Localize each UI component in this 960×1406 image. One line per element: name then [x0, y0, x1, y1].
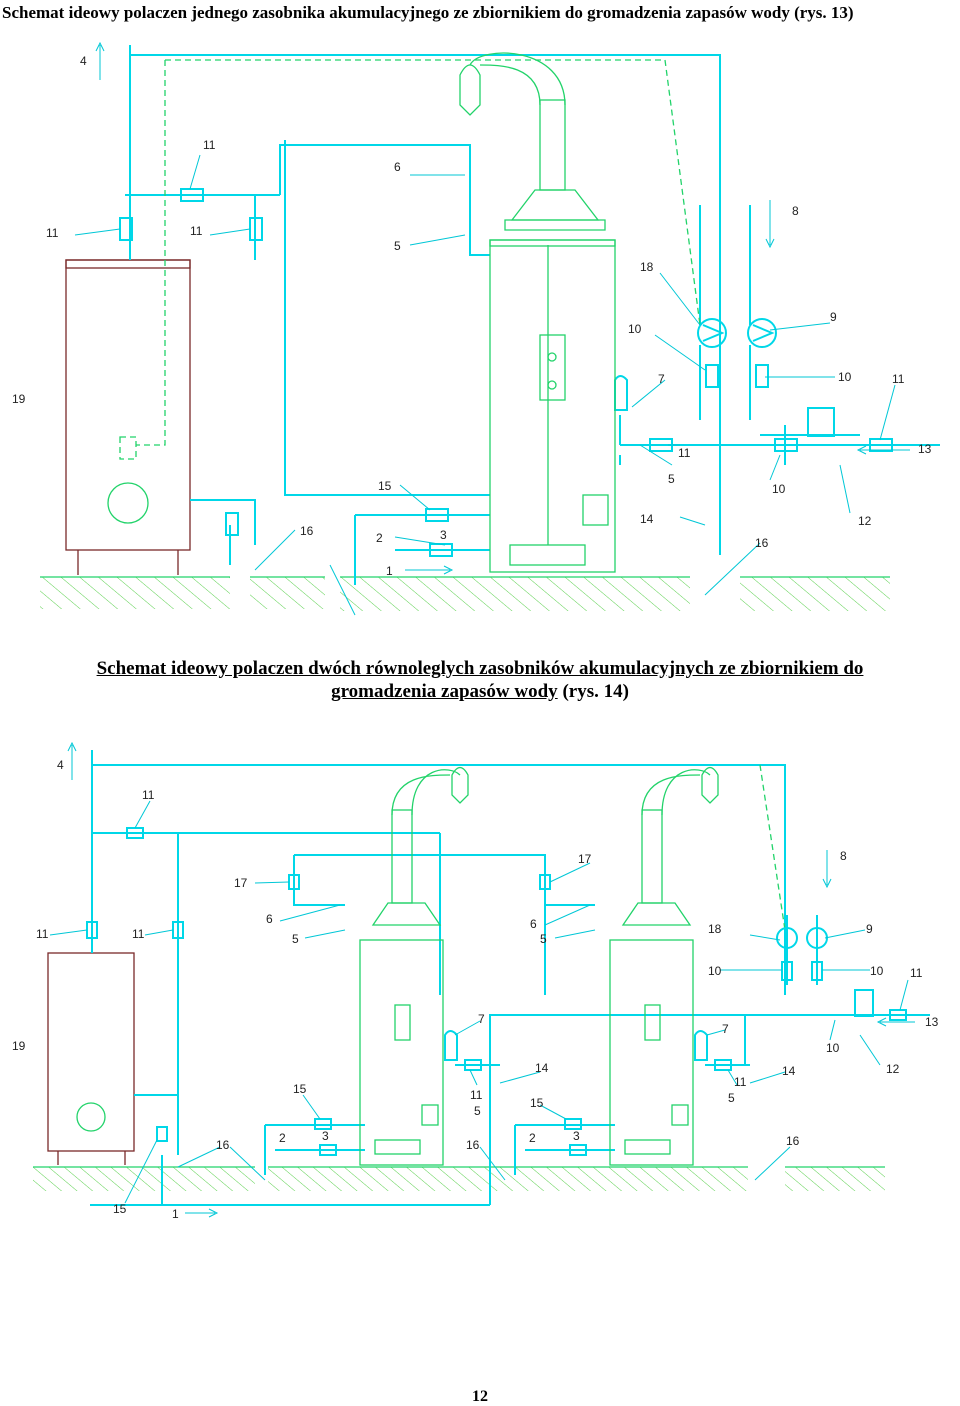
label-11: 11	[892, 372, 905, 386]
label-15: 15	[378, 479, 392, 493]
label-5: 5	[668, 472, 675, 486]
water-heater-left	[359, 766, 469, 1166]
label-8: 8	[792, 204, 799, 218]
label-15: 15	[293, 1082, 307, 1096]
water-heater-right	[609, 766, 719, 1166]
label-5: 5	[292, 932, 299, 946]
label-11: 11	[142, 788, 155, 802]
label-11: 11	[203, 138, 216, 152]
figure-14-title-suffix: (rys. 14)	[562, 681, 629, 702]
label-3: 3	[573, 1129, 580, 1143]
label-11: 11	[36, 927, 49, 941]
label-14: 14	[640, 512, 654, 526]
label-10: 10	[838, 370, 852, 384]
label-19: 19	[12, 392, 26, 406]
floor-hatching	[33, 1166, 885, 1191]
page-number: 12	[472, 1388, 488, 1405]
label-19: 19	[12, 1039, 26, 1053]
label-11: 11	[46, 226, 59, 240]
label-1: 1	[386, 564, 393, 578]
label-6: 6	[394, 160, 401, 174]
valves	[86, 827, 907, 1156]
figure-14-title-line2: gromadzenia zapasów wody	[331, 681, 558, 702]
label-17: 17	[578, 852, 592, 866]
label-16: 16	[755, 536, 769, 550]
figure-13-title: Schemat ideowy polaczen jednego zasobnik…	[2, 3, 854, 22]
label-16: 16	[216, 1138, 230, 1152]
label-11: 11	[470, 1088, 483, 1102]
valves	[119, 188, 893, 557]
label-16: 16	[466, 1138, 480, 1152]
label-3: 3	[322, 1129, 329, 1143]
label-10: 10	[826, 1041, 840, 1055]
label-7: 7	[658, 372, 665, 386]
label-17: 17	[234, 876, 248, 890]
label-5: 5	[474, 1104, 481, 1118]
label-15: 15	[113, 1202, 127, 1216]
floor-hatching	[40, 576, 890, 611]
label-10: 10	[708, 964, 722, 978]
label-18: 18	[640, 260, 654, 274]
label-5: 5	[728, 1091, 735, 1105]
label-15: 15	[530, 1096, 544, 1110]
label-5: 5	[540, 932, 547, 946]
label-9: 9	[830, 310, 837, 324]
label-16: 16	[786, 1134, 800, 1148]
storage-tank	[65, 259, 191, 575]
label-11: 11	[678, 446, 691, 460]
diagram-rys-14: 4 11 17 17 8 6 6 11 11 5 5 18 9 10 10 11…	[12, 741, 939, 1221]
piping	[90, 750, 930, 1206]
label-13: 13	[925, 1015, 939, 1029]
label-10: 10	[870, 964, 884, 978]
storage-tank	[47, 952, 135, 1165]
label-11: 11	[734, 1075, 747, 1089]
piping	[125, 45, 940, 585]
label-11: 11	[910, 966, 923, 980]
label-7: 7	[478, 1012, 485, 1026]
water-heater	[459, 52, 616, 573]
label-12: 12	[858, 514, 872, 528]
leader-lines	[49, 800, 909, 1204]
label-4: 4	[80, 54, 87, 68]
label-7: 7	[722, 1022, 729, 1036]
label-3: 3	[440, 528, 447, 542]
label-1: 1	[172, 1207, 179, 1221]
label-2: 2	[376, 531, 383, 545]
figure-14-title: Schemat ideowy polaczen dwóch równolegly…	[0, 657, 960, 703]
label-13: 13	[918, 442, 932, 456]
label-14: 14	[782, 1064, 796, 1078]
leader-lines	[74, 154, 896, 616]
label-12: 12	[886, 1062, 900, 1076]
label-16: 16	[300, 524, 314, 538]
label-14: 14	[535, 1061, 549, 1075]
label-10: 10	[628, 322, 642, 336]
label-10: 10	[772, 482, 786, 496]
label-5: 5	[394, 239, 401, 253]
label-4: 4	[57, 758, 64, 772]
circulation-pumps	[697, 318, 777, 388]
label-6: 6	[266, 912, 273, 926]
figure-14-title-line1: Schemat ideowy polaczen dwóch równolegly…	[96, 658, 864, 679]
label-2: 2	[529, 1131, 536, 1145]
diagram-rys-13: 4 11 11 11 6 5 8 18 10 9 7 10 11 19 11 5…	[12, 41, 940, 616]
label-8: 8	[840, 849, 847, 863]
label-11: 11	[190, 224, 203, 238]
label-2: 2	[279, 1131, 286, 1145]
label-6: 6	[530, 917, 537, 931]
label-9: 9	[866, 922, 873, 936]
label-18: 18	[708, 922, 722, 936]
label-11: 11	[132, 927, 145, 941]
